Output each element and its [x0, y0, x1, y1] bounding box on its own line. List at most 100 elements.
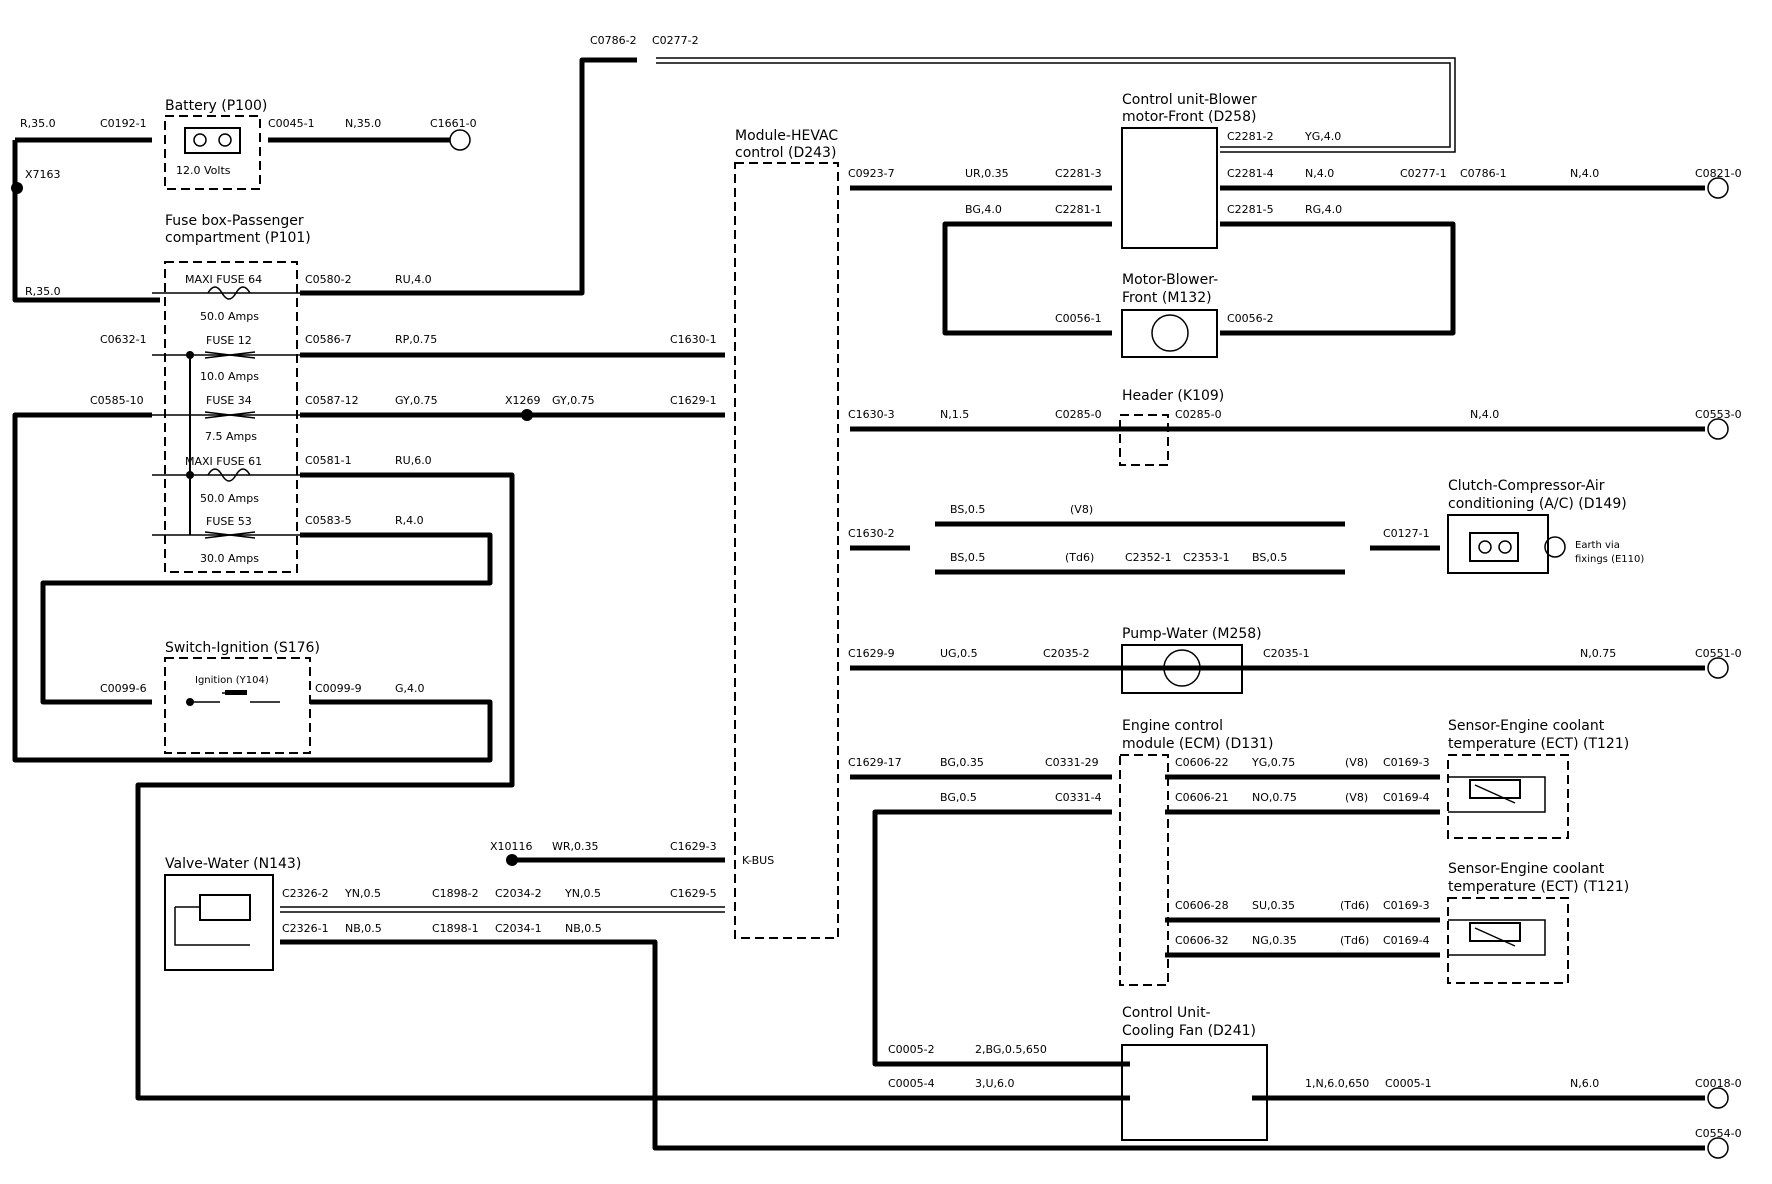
conn-label: C0606-21	[1175, 791, 1229, 804]
fuse-34-symbol	[204, 411, 256, 419]
fusebox-title-1: Fuse box-Passenger	[165, 213, 304, 229]
fuse-61-amps: 50.0 Amps	[200, 492, 259, 505]
conn-label: C1661-0	[430, 117, 477, 130]
wire-label: BG,0.35	[940, 756, 984, 769]
component-boxes	[164, 115, 1569, 1141]
variant-label: (Td6)	[1340, 899, 1369, 912]
conn-label: C0056-1	[1055, 312, 1102, 325]
wire-label: WR,0.35	[552, 840, 599, 853]
conn-label: C0331-4	[1055, 791, 1102, 804]
conn-label: C2035-2	[1043, 647, 1090, 660]
kbus-label: K-BUS	[742, 854, 774, 867]
variant-label: (V8)	[1345, 756, 1368, 769]
conn-label: C0553-0	[1695, 408, 1742, 421]
conn-label: C0583-5	[305, 514, 352, 527]
conn-label: C2281-2	[1227, 130, 1274, 143]
ground-e110	[1544, 536, 1566, 558]
wire-label: UG,0.5	[940, 647, 978, 660]
wire-ru40	[300, 57, 637, 296]
conn-label: C0331-29	[1045, 756, 1099, 769]
fuse-bus-node-2	[186, 471, 194, 479]
fuse-bus-node-1	[186, 351, 194, 359]
fusebox-title-2: compartment (P101)	[165, 230, 311, 246]
wire-label: N,0.75	[1580, 647, 1616, 660]
ignition-key-bar	[225, 690, 247, 695]
conn-label: C0606-22	[1175, 756, 1229, 769]
ignition-inner: Ignition (Y104)	[195, 675, 269, 686]
splice-label: X1269	[505, 394, 541, 407]
fuse-64-amps: 50.0 Amps	[200, 310, 259, 323]
wire-ru60	[135, 472, 895, 1101]
conn-label: C0580-2	[305, 273, 352, 286]
blower-cu-title-2: motor-Front (D258)	[1122, 109, 1256, 125]
conn-label: C0056-2	[1227, 312, 1274, 325]
valve-connector	[199, 894, 251, 921]
header-box	[1119, 414, 1169, 466]
variant-label: (V8)	[1070, 503, 1093, 516]
wire-label: G,4.0	[395, 682, 425, 695]
wire-label: N,4.0	[1570, 167, 1599, 180]
conn-label: C0587-12	[305, 394, 359, 407]
fuse-34-name: FUSE 34	[206, 394, 252, 407]
fan-title-2: Cooling Fan (D241)	[1122, 1023, 1256, 1039]
conn-label: C1630-2	[848, 527, 895, 540]
fuse-12-symbol	[204, 351, 256, 359]
conn-label: C2326-2	[282, 887, 329, 900]
conn-label: C0005-2	[888, 1043, 935, 1056]
wire-c0585-loop	[12, 412, 493, 763]
wire-label: GY,0.75	[552, 394, 595, 407]
conn-label: C0786-2	[590, 34, 637, 47]
blower-motor-box	[1121, 309, 1218, 358]
conn-label: C1629-5	[670, 887, 717, 900]
sensor2-box	[1447, 897, 1569, 984]
conn-label: C2353-1	[1183, 551, 1230, 564]
ignition-node	[186, 698, 194, 706]
fuse-64-symbol	[207, 286, 251, 300]
ground-c0018	[1707, 1087, 1729, 1109]
pump-box	[1121, 644, 1243, 694]
wire-bg05	[872, 809, 1130, 1067]
conn-label: C0277-2	[652, 34, 699, 47]
sensor1-title-1: Sensor-Engine coolant	[1448, 718, 1605, 734]
fuse-12-name: FUSE 12	[206, 334, 252, 347]
fan-title-1: Control Unit-	[1122, 1005, 1211, 1021]
wire-label: BS,0.5	[950, 551, 985, 564]
ground-c0554	[1707, 1137, 1729, 1159]
conn-label: C0554-0	[1695, 1127, 1742, 1140]
conn-label: C0285-0	[1055, 408, 1102, 421]
wire-label: SU,0.35	[1252, 899, 1295, 912]
wire-label: YG,0.75	[1251, 756, 1295, 769]
wire-label: RU,4.0	[395, 273, 432, 286]
wire-yn05-double	[280, 906, 725, 913]
battery-title: Battery (P100)	[165, 98, 267, 114]
ecm-box	[1119, 754, 1169, 986]
conn-label: C0277-1	[1400, 167, 1447, 180]
fuse-61-name: MAXI FUSE 61	[185, 455, 262, 468]
sensor1-symbol	[1448, 776, 1546, 813]
conn-label: C2034-2	[495, 887, 542, 900]
header-title: Header (K109)	[1122, 388, 1224, 404]
fuse-61-symbol	[207, 468, 251, 482]
wire-label: N,1.5	[940, 408, 969, 421]
wire-label: N,4.0	[1305, 167, 1334, 180]
conn-label: C0606-28	[1175, 899, 1229, 912]
variant-label: (V8)	[1345, 791, 1368, 804]
connectors	[11, 129, 1729, 1159]
conn-label: C2281-4	[1227, 167, 1274, 180]
wire-label: N,4.0	[1470, 408, 1499, 421]
conn-label: C2352-1	[1125, 551, 1172, 564]
conn-label: C0169-3	[1383, 756, 1430, 769]
fuse-34-amps: 7.5 Amps	[205, 430, 257, 443]
valve-title: Valve-Water (N143)	[165, 856, 301, 872]
conn-label: C0551-0	[1695, 647, 1742, 660]
battery-terminal-neg	[218, 133, 232, 147]
conn-label: C0018-0	[1695, 1077, 1742, 1090]
fan-box	[1121, 1044, 1268, 1141]
pump-title: Pump-Water (M258)	[1122, 626, 1262, 642]
fuse-53-symbol	[204, 531, 256, 539]
ground-c0821	[1707, 177, 1729, 199]
splice-x7163	[11, 182, 23, 194]
hevac-box	[734, 162, 839, 939]
wire-label: BS,0.5	[1252, 551, 1287, 564]
